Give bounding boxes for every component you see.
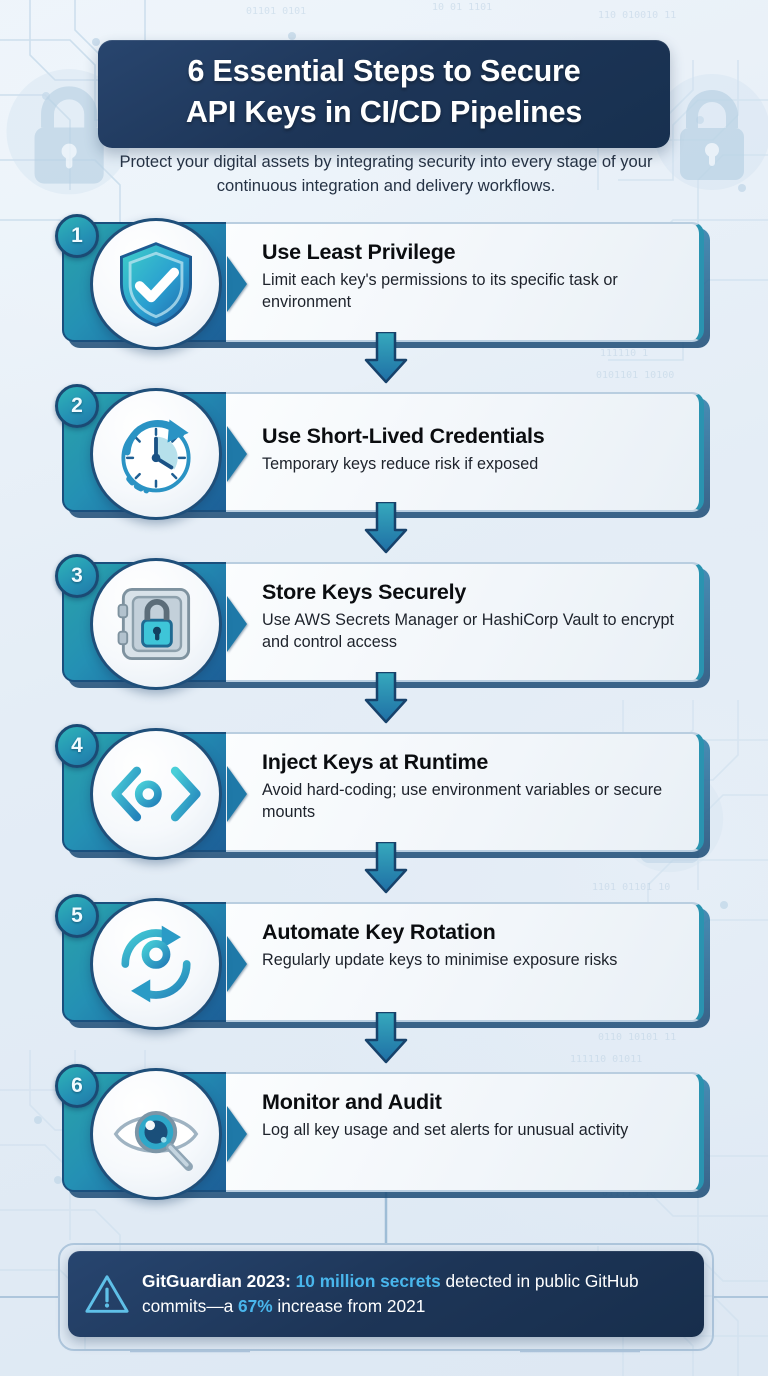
svg-text:0101101 10100: 0101101 10100 bbox=[596, 370, 674, 381]
eye-magnifier-icon bbox=[90, 1068, 222, 1200]
key-rotation-icon bbox=[90, 898, 222, 1030]
card: 3 Store Keys Securely Use AWS Secrets Ma… bbox=[55, 554, 704, 690]
footer-outer-frame bbox=[58, 1243, 714, 1351]
card: 2 Use Short-Lived Credentials Temporary … bbox=[55, 384, 704, 520]
icon-panel: 3 bbox=[55, 554, 247, 690]
flow-arrow-5 bbox=[364, 1012, 408, 1064]
page-title-banner: 6 Essential Steps to Secure API Keys in … bbox=[98, 40, 670, 148]
svg-text:110 010010 11: 110 010010 11 bbox=[598, 10, 676, 21]
panel-notch-arrow bbox=[227, 596, 247, 652]
step-card-3: 3 Store Keys Securely Use AWS Secrets Ma… bbox=[55, 554, 710, 690]
text-panel: Automate Key Rotation Regularly update k… bbox=[226, 902, 704, 1022]
step-title: Automate Key Rotation bbox=[262, 920, 496, 944]
text-panel: Store Keys Securely Use AWS Secrets Mana… bbox=[226, 562, 704, 682]
panel-notch-arrow bbox=[227, 256, 247, 312]
step-card-1: 1 Use Least Privilege Limit each key's p… bbox=[55, 214, 710, 350]
page-title-line-2: API Keys in CI/CD Pipelines bbox=[185, 95, 583, 129]
card: 6 Monitor and Audit Log all key usage an… bbox=[55, 1064, 704, 1200]
code-key-icon bbox=[90, 728, 222, 860]
flow-arrow-2 bbox=[364, 502, 408, 554]
panel-notch-arrow bbox=[227, 766, 247, 822]
step-card-5: 5 Automate Key Rotation Regularly update… bbox=[55, 894, 710, 1030]
step-number-badge: 1 bbox=[55, 214, 99, 258]
icon-panel: 5 bbox=[55, 894, 247, 1030]
vault-lock-icon bbox=[90, 558, 222, 690]
step-card-6: 6 Monitor and Audit Log all key usage an… bbox=[55, 1064, 710, 1200]
step-number-badge: 4 bbox=[55, 724, 99, 768]
footer-statistic-banner: GitGuardian 2023: 10 million secrets det… bbox=[68, 1251, 704, 1337]
step-description: Regularly update keys to minimise exposu… bbox=[262, 951, 618, 970]
icon-panel: 4 bbox=[55, 724, 247, 860]
card: 4 Inject Keys at Runtime Avoid hard-codi… bbox=[55, 724, 704, 860]
step-title: Use Short-Lived Credentials bbox=[262, 424, 545, 448]
step-title: Inject Keys at Runtime bbox=[262, 750, 489, 774]
icon-panel: 2 bbox=[55, 384, 247, 520]
svg-text:1101 01101 10: 1101 01101 10 bbox=[592, 882, 670, 893]
page-title-line-1: 6 Essential Steps to Secure bbox=[187, 54, 581, 89]
card: 5 Automate Key Rotation Regularly update… bbox=[55, 894, 704, 1030]
icon-panel: 6 bbox=[55, 1064, 247, 1200]
page-subtitle: Protect your digital assets by integrati… bbox=[119, 152, 653, 196]
footer-text: GitGuardian 2023: 10 million secrets det… bbox=[142, 1269, 684, 1318]
step-number-badge: 3 bbox=[55, 554, 99, 598]
step-description: Temporary keys reduce risk if exposed bbox=[262, 455, 539, 474]
panel-notch-arrow bbox=[227, 936, 247, 992]
svg-text:01101 0101: 01101 0101 bbox=[246, 6, 306, 17]
panel-notch-arrow bbox=[227, 1106, 247, 1162]
step-description: Limit each key's permissions to its spec… bbox=[262, 271, 618, 311]
step-card-2: 2 Use Short-Lived Credentials Temporary … bbox=[55, 384, 710, 520]
svg-text:10 01 1101: 10 01 1101 bbox=[432, 2, 492, 13]
footer-highlight-percent: 67% bbox=[238, 1296, 273, 1316]
text-panel: Use Least Privilege Limit each key's per… bbox=[226, 222, 704, 342]
text-panel: Use Short-Lived Credentials Temporary ke… bbox=[226, 392, 704, 512]
step-description: Avoid hard-coding; use environment varia… bbox=[262, 781, 663, 821]
step-description: Use AWS Secrets Manager or HashiCorp Vau… bbox=[262, 611, 675, 651]
svg-text:111110 1: 111110 1 bbox=[600, 348, 648, 359]
warning-triangle-icon bbox=[85, 1275, 129, 1313]
shield-check-icon bbox=[90, 218, 222, 350]
step-number-badge: 6 bbox=[55, 1064, 99, 1108]
footer-end-text: increase from 2021 bbox=[272, 1296, 426, 1316]
card: 1 Use Least Privilege Limit each key's p… bbox=[55, 214, 704, 350]
flow-arrow-4 bbox=[364, 842, 408, 894]
footer-highlight-secrets: 10 million secrets bbox=[295, 1271, 441, 1292]
step-title: Monitor and Audit bbox=[262, 1090, 442, 1114]
step-description: Log all key usage and set alerts for unu… bbox=[262, 1121, 629, 1140]
flow-arrow-3 bbox=[364, 672, 408, 724]
step-title: Store Keys Securely bbox=[262, 580, 467, 604]
clock-rotate-icon bbox=[90, 388, 222, 520]
text-panel: Inject Keys at Runtime Avoid hard-coding… bbox=[226, 732, 704, 852]
step-card-4: 4 Inject Keys at Runtime Avoid hard-codi… bbox=[55, 724, 710, 860]
text-panel: Monitor and Audit Log all key usage and … bbox=[226, 1072, 704, 1192]
footer-mid-text: detected in public GitHub commits—a bbox=[142, 1271, 639, 1316]
flow-arrow-1 bbox=[364, 332, 408, 384]
step-title: Use Least Privilege bbox=[262, 240, 456, 264]
step-number-badge: 5 bbox=[55, 894, 99, 938]
footer-source-label: GitGuardian 2023: bbox=[142, 1271, 291, 1292]
panel-notch-arrow bbox=[227, 426, 247, 482]
svg-text:111110 01011: 111110 01011 bbox=[570, 1054, 642, 1065]
step-number-badge: 2 bbox=[55, 384, 99, 428]
svg-text:0110 10101 11: 0110 10101 11 bbox=[598, 1032, 676, 1043]
icon-panel: 1 bbox=[55, 214, 247, 350]
